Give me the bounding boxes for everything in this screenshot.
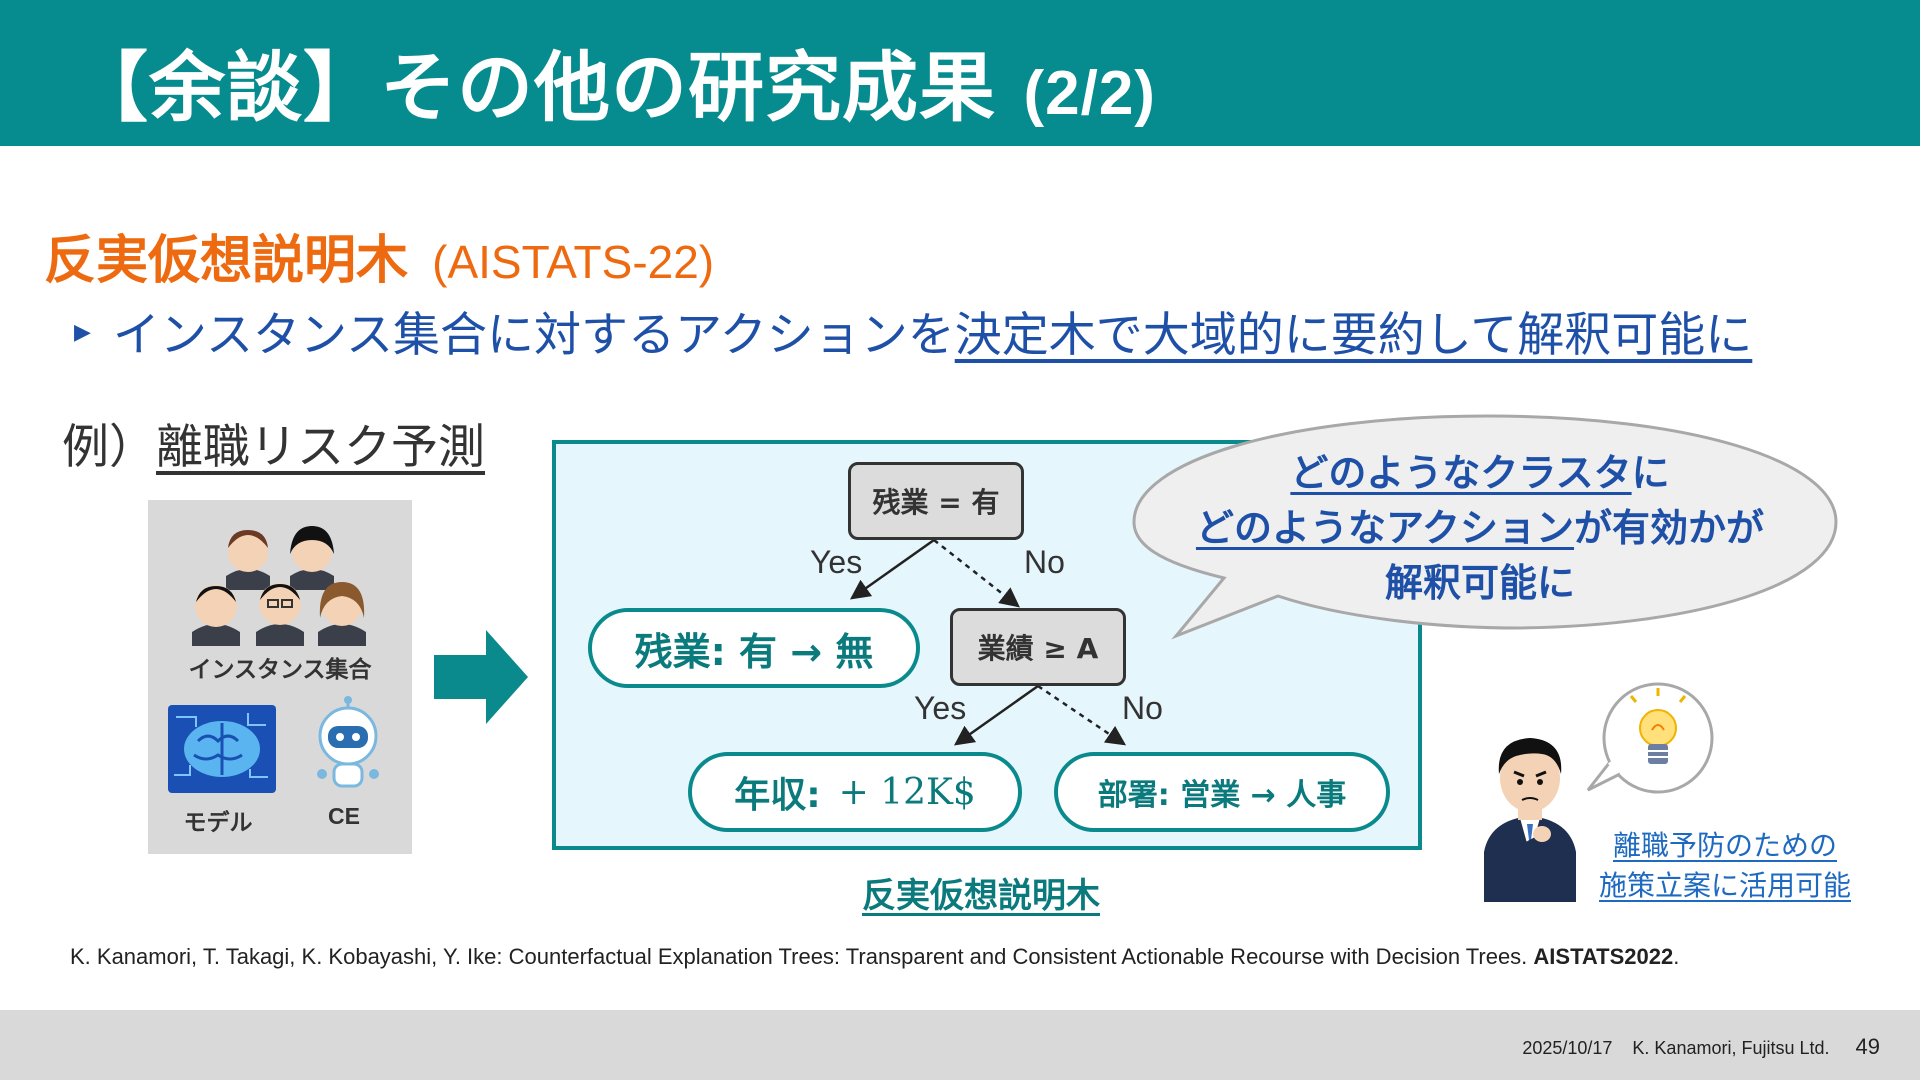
leaf-dept-label: 部署: 営業 → 人事 [1097,778,1347,813]
usage-line-2: 施策立案に活用可能 [1598,869,1851,902]
root-no-label: No [1024,544,1065,580]
leaf-salary-action: 年収: + 12K$ [688,752,1022,832]
tree-internal-label: 業績 ≥ A [977,632,1099,665]
input-panel: インスタンス集合 モデル CE [148,500,412,854]
bullet-triangle-icon: ▶ [74,320,91,345]
tree-root-node: 残業 = 有 [848,462,1024,540]
callout-line-1-rest: に [1631,451,1670,495]
slide-title-suffix: (2/2) [1023,59,1156,128]
bullet-item: ▶ インスタンス集合に対するアクションを決定木で大域的に要約して解釈可能に [74,296,1752,365]
example-prefix: 例） [62,420,156,475]
reference-venue: AISTATS2022 [1533,944,1674,969]
tree-caption: 反実仮想説明木 [862,876,1100,916]
leaf-salary-prefix: 年収: [734,775,821,816]
speech-bubble [1132,414,1838,640]
reference-end: . [1673,944,1680,969]
example-heading: 例）離職リスク予測 [62,408,485,477]
example-label: 離職リスク予測 [156,420,485,475]
callout-cluster: どのようなクラスタ [1290,451,1632,495]
robot-ce-icon [317,696,379,788]
brain-model-icon [168,705,276,793]
slide-title-text: 【余談】その他の研究成果 [72,43,996,132]
callout-action: どのようなアクション [1195,506,1575,550]
leaf-dept-action: 部署: 営業 → 人事 [1054,752,1390,832]
person-icon [290,526,334,590]
title-bar [0,0,1920,146]
person-icon [318,582,366,646]
leaf-overtime-label: 残業: 有 → 無 [634,629,874,674]
thinking-man-icon [1484,738,1576,902]
page-number: 49 [1855,1034,1880,1059]
bullet-text: インスタンス集合に対するアクションを [112,308,955,363]
leaf-overtime-action: 残業: 有 → 無 [588,608,920,688]
section-title: 反実仮想説明木 [44,231,409,291]
footer-info: 2025/10/17 K. Kanamori, Fujitsu Ltd. 49 [1522,1034,1880,1060]
person-icon [256,583,304,646]
slide-title: 【余談】その他の研究成果 (2/2) [72,26,1156,136]
internal-yes-label: Yes [914,690,967,726]
reference-citation: K. Kanamori, T. Takagi, K. Kobayashi, Y.… [70,944,1679,970]
person-icon [226,530,270,590]
section-heading: 反実仮想説明木 (AISTATS-22) [44,218,714,293]
callout-line-2-rest: が有効かが [1574,506,1765,550]
person-icon [192,585,240,646]
bullet-emphasis: 決定木で大域的に要約して解釈可能に [954,308,1753,363]
tree-internal-node: 業績 ≥ A [950,608,1126,686]
tree-root-label: 残業 = 有 [872,486,1000,519]
footer-bar [0,1010,1920,1080]
model-label: モデル [183,810,253,836]
section-venue: (AISTATS-22) [432,236,715,288]
footer-date: 2025/10/17 [1522,1038,1613,1058]
callout-line-3: 解釈可能に [1384,561,1575,605]
instances-label: インスタンス集合 [188,657,372,683]
usage-note: 離職予防のための 施策立案に活用可能 [1590,826,1860,906]
leaf-salary-value: + 12K$ [838,771,976,813]
people-group-icon [192,526,366,646]
reference-text: K. Kanamori, T. Takagi, K. Kobayashi, Y.… [70,944,1534,969]
lightbulb-thought-icon [1586,682,1714,794]
footer-author: K. Kanamori, Fujitsu Ltd. [1632,1038,1830,1058]
callout-text: どのようなクラスタに どのようなアクションが有効かが 解釈可能に [1140,446,1820,611]
root-yes-label: Yes [810,544,863,580]
internal-no-label: No [1122,690,1163,726]
arrow-right-icon [434,630,528,724]
callout-line-2: どのようなアクションが有効かが [1140,501,1820,556]
callout-line-1: どのようなクラスタに [1140,446,1820,501]
usage-line-1: 離職予防のための [1612,829,1837,862]
ce-label: CE [328,803,360,829]
